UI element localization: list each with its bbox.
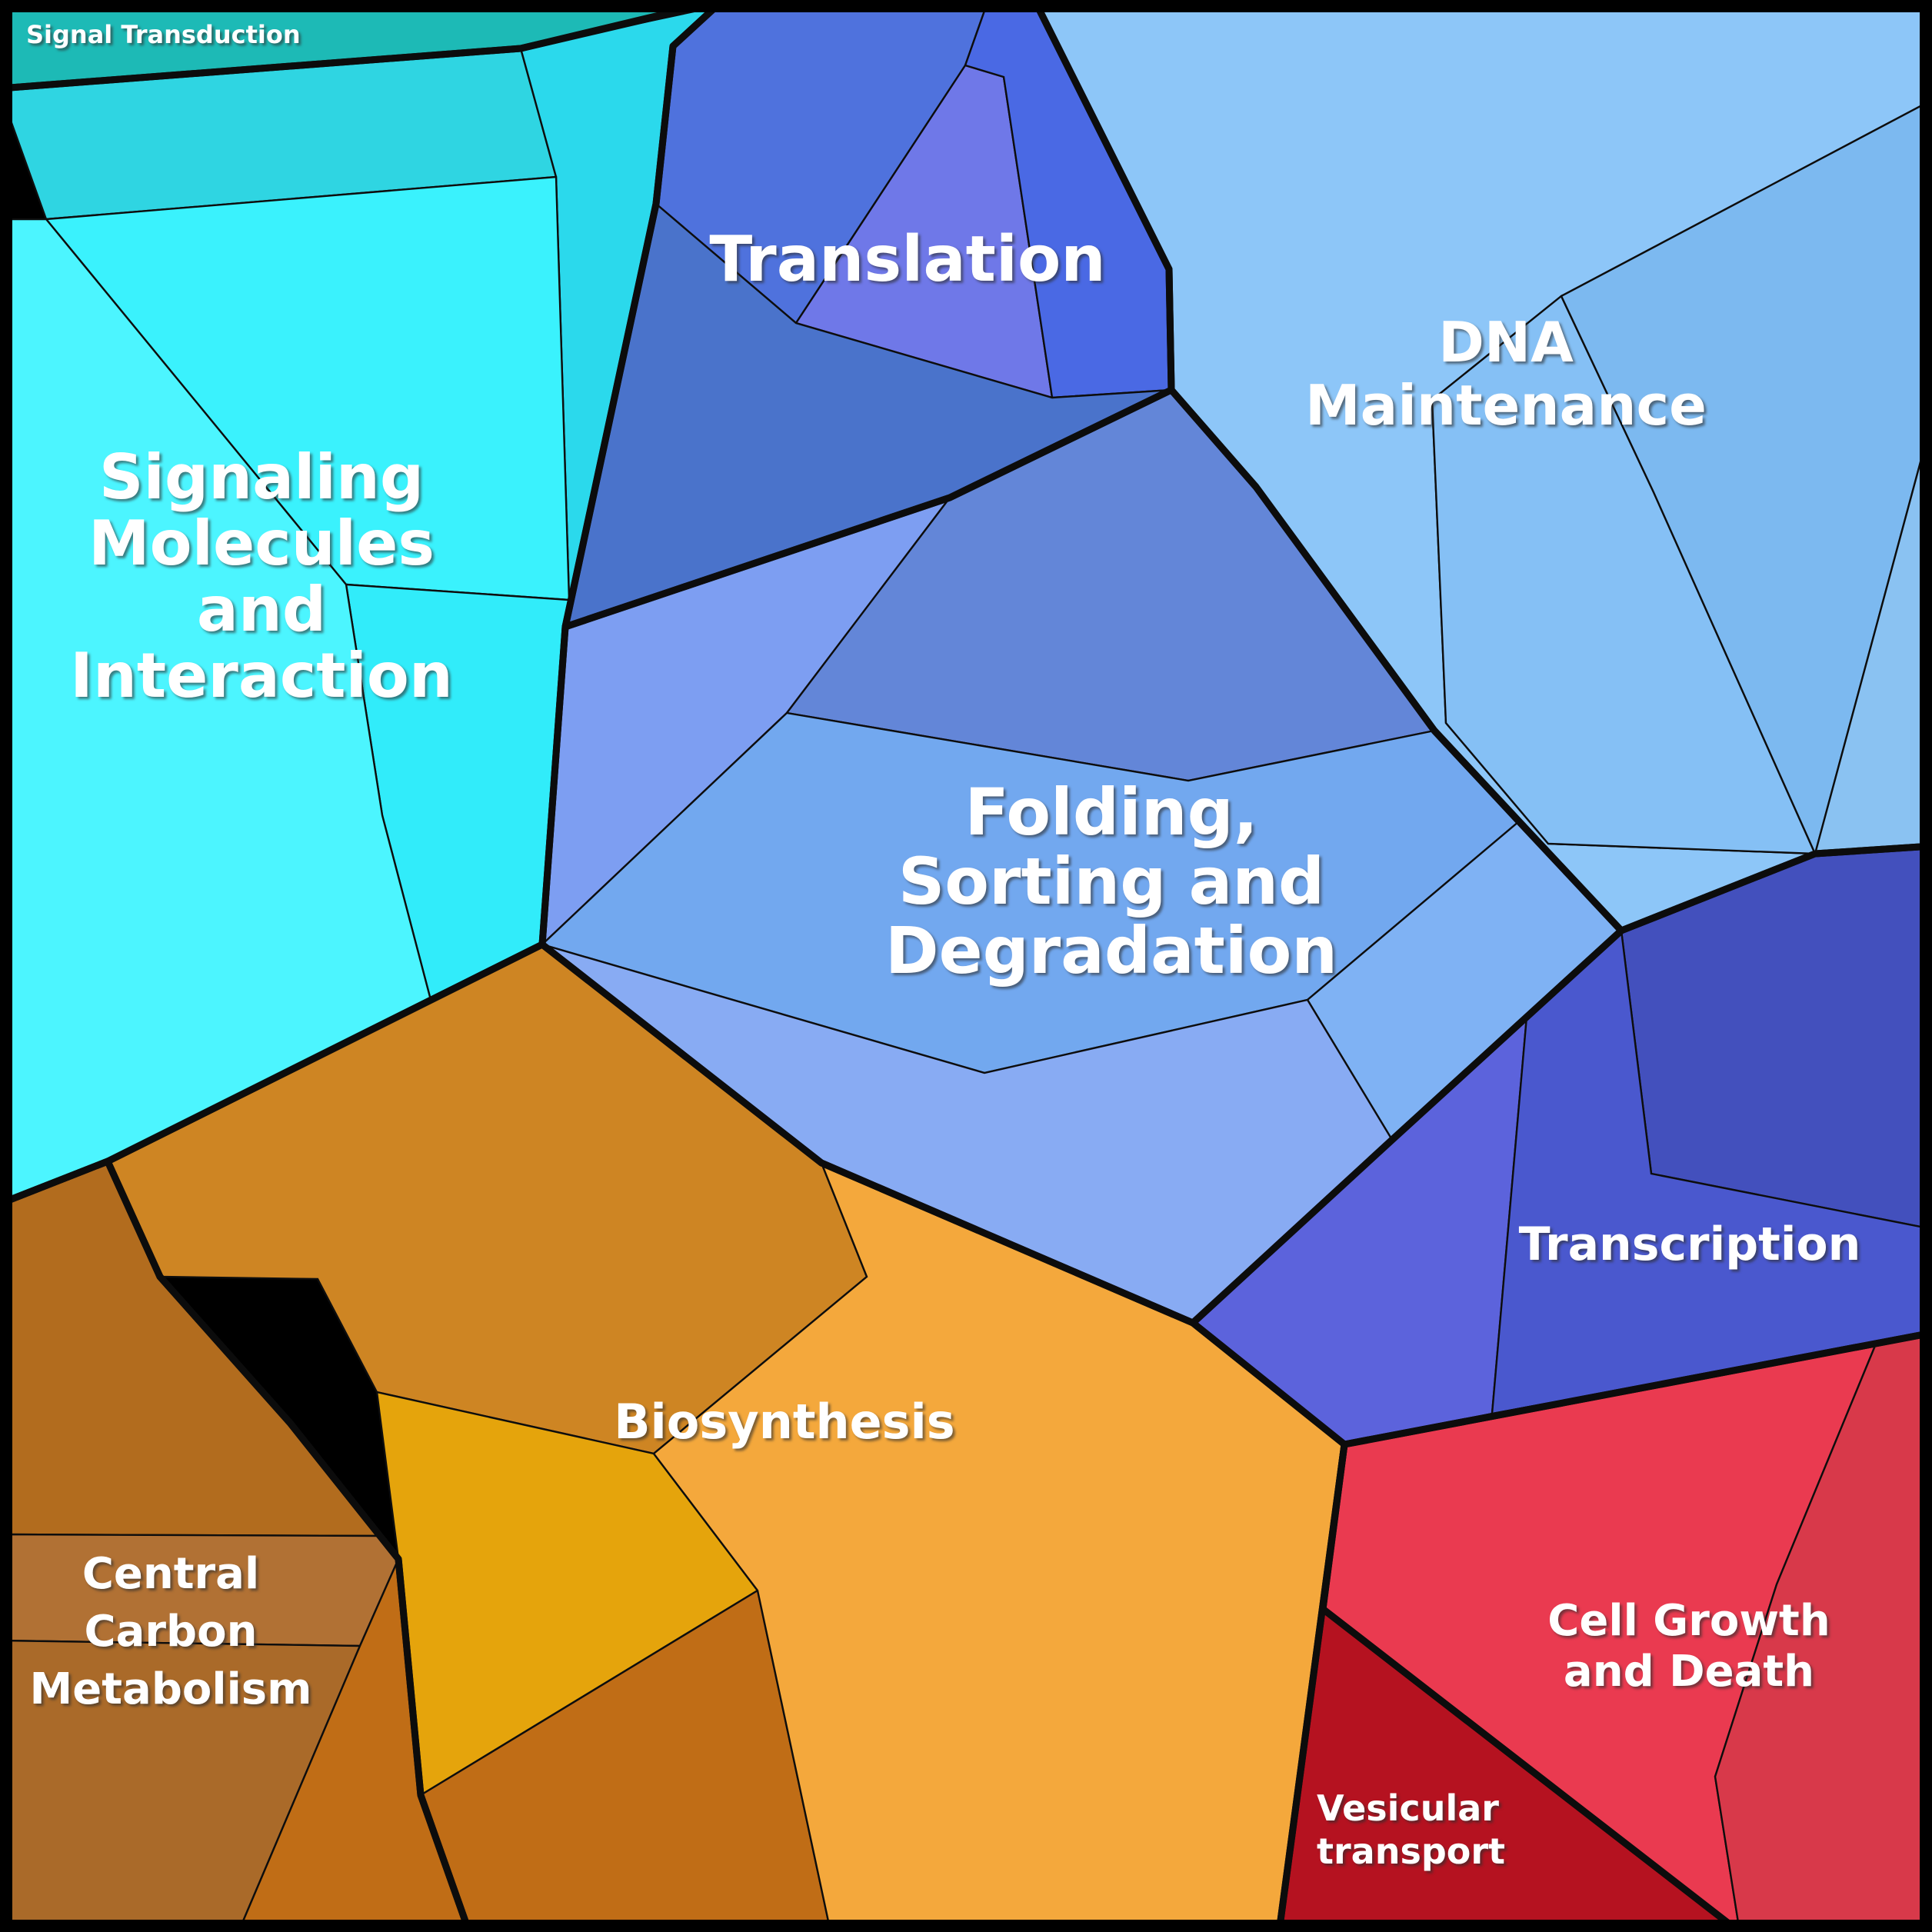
transcription-label-line-0: Transcription	[1519, 1217, 1861, 1271]
folding-sorting-and-degradation-label-line-1: Sorting and	[898, 844, 1324, 919]
region-biosynthesis	[106, 943, 1346, 1932]
central-carbon-metabolism-label-line-1: Carbon	[85, 1607, 258, 1657]
vesicular-transport-outline	[1275, 1441, 1744, 1932]
cell-growth-and-death-cell-1[interactable]	[1714, 1333, 1932, 1932]
region-transcription	[1191, 844, 1932, 1446]
biosynthesis-label-line-0: Biosynthesis	[614, 1394, 954, 1450]
signaling-molecules-and-interaction-label-line-3: Interaction	[70, 640, 453, 711]
vesicular-transport-label-line-0: Vesicular	[1317, 1787, 1499, 1829]
region-central-carbon-metabolism	[0, 1160, 471, 1932]
cell-growth-and-death-label-line-1: and Death	[1564, 1647, 1814, 1697]
central-carbon-metabolism-cell-2[interactable]	[0, 1639, 361, 1932]
signaling-molecules-and-interaction-label-line-1: Molecules	[88, 508, 435, 579]
region-translation	[564, 0, 1173, 628]
cell-growth-and-death-label-line-0: Cell Growth	[1547, 1596, 1830, 1646]
central-carbon-metabolism-outline	[0, 1158, 473, 1932]
dna-maintenance-cell-2[interactable]	[1560, 98, 1932, 857]
vesicular-transport-label-line-1: transport	[1317, 1830, 1505, 1872]
folding-sorting-and-degradation-label-line-2: Degradation	[885, 913, 1337, 988]
signaling-molecules-and-interaction-label-line-2: and	[197, 574, 326, 645]
translation-label-line-0: Translation	[709, 223, 1105, 296]
dna-maintenance-label-line-1: Maintenance	[1305, 373, 1707, 438]
central-carbon-metabolism-label-line-0: Central	[82, 1549, 259, 1599]
signal-transduction-label-line-0: Signal Transduction	[26, 20, 301, 49]
labels-layer: Signal TransductionSignalingMoleculesand…	[26, 20, 1860, 1872]
central-carbon-metabolism-label-line-2: Metabolism	[30, 1664, 312, 1714]
signaling-molecules-and-interaction-label-line-0: Signaling	[99, 441, 424, 513]
region-signaling-molecules-and-interaction	[0, 5, 720, 1205]
dna-maintenance-label-line-0: DNA	[1438, 310, 1574, 375]
region-folding-sorting-and-degradation	[540, 388, 1623, 1324]
folding-sorting-and-degradation-label-line-0: Folding,	[964, 774, 1257, 850]
